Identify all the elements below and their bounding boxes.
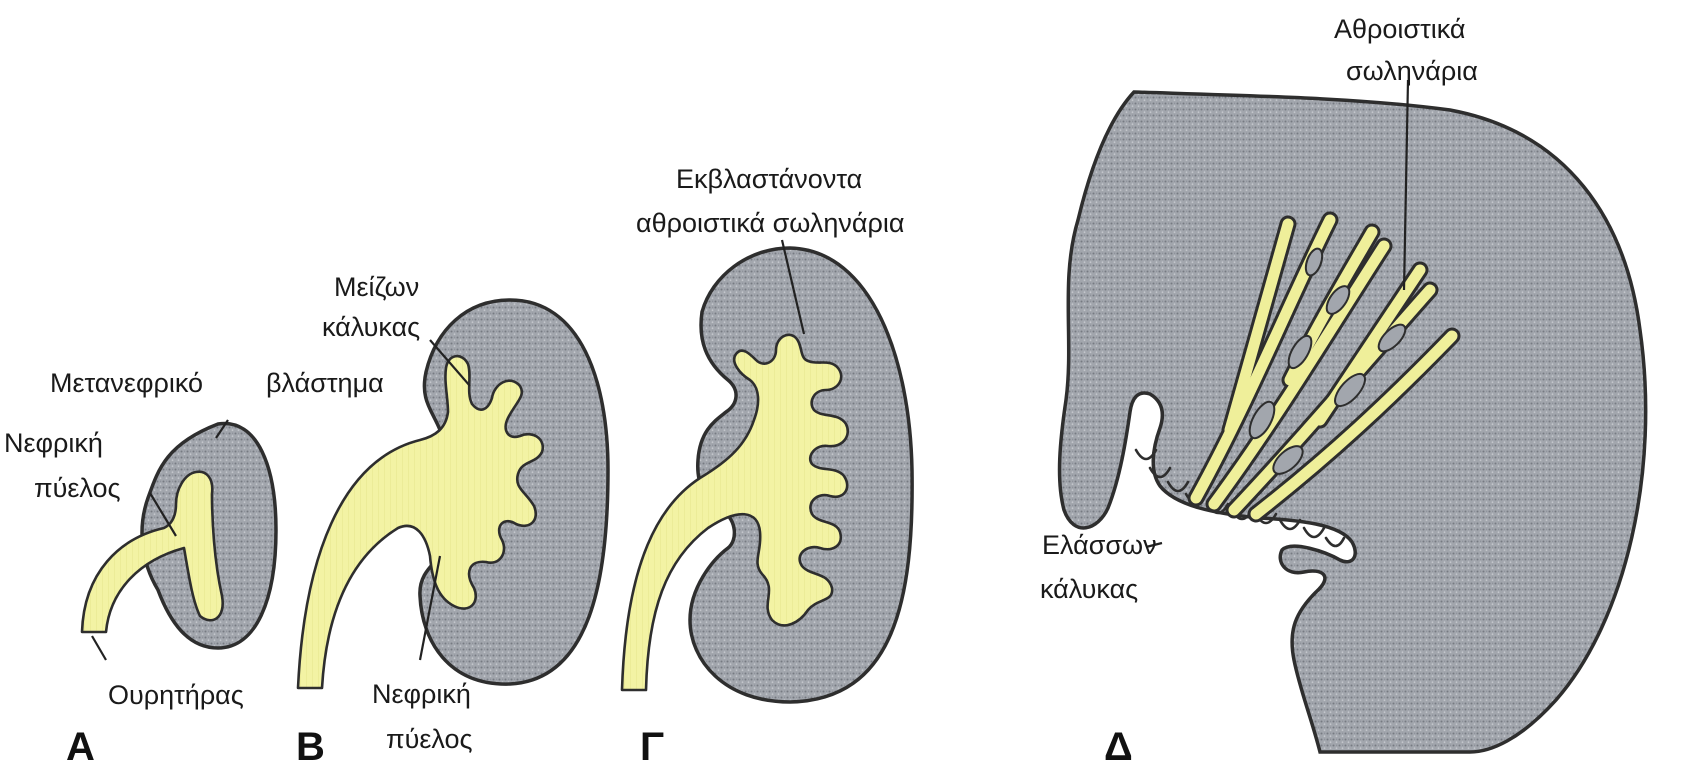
label-renal-pelvis-b-2: πύελος — [386, 724, 473, 754]
stage-d-kidney-section — [1060, 92, 1646, 752]
label-collecting-tubules-1: Αθροιστικά — [1334, 14, 1466, 44]
label-renal-pelvis-b-1: Νεφρική — [372, 679, 471, 709]
panel-label-c: Γ — [640, 725, 664, 769]
stage-b-kidney — [298, 300, 608, 688]
label-metanephric-blastema-1: Μετανεφρικό — [50, 368, 203, 398]
panel-label-d: Δ — [1104, 725, 1133, 769]
label-minor-calyx-2: κάλυκας — [1040, 574, 1138, 604]
panel-label-a: Α — [66, 725, 95, 769]
label-budding-tubules-1: Εκβλαστάνοντα — [676, 164, 862, 194]
stage-c-kidney — [622, 248, 912, 702]
label-ureter: Ουρητήρας — [108, 680, 244, 710]
label-budding-tubules-2: αθροιστικά σωληνάρια — [636, 208, 904, 238]
label-renal-pelvis-a-2: πύελος — [34, 473, 121, 503]
label-minor-calyx-1: Ελάσσων — [1042, 530, 1157, 560]
label-major-calyx-2: κάλυκας — [322, 312, 420, 342]
label-major-calyx-1: Μείζων — [334, 272, 419, 302]
panel-label-b: Β — [296, 725, 325, 769]
label-collecting-tubules-2: σωληνάρια — [1346, 56, 1478, 86]
label-metanephric-blastema-2: βλάστημα — [266, 368, 384, 398]
stage-a-kidney — [82, 424, 276, 648]
label-renal-pelvis-a-1: Νεφρική — [4, 428, 103, 458]
